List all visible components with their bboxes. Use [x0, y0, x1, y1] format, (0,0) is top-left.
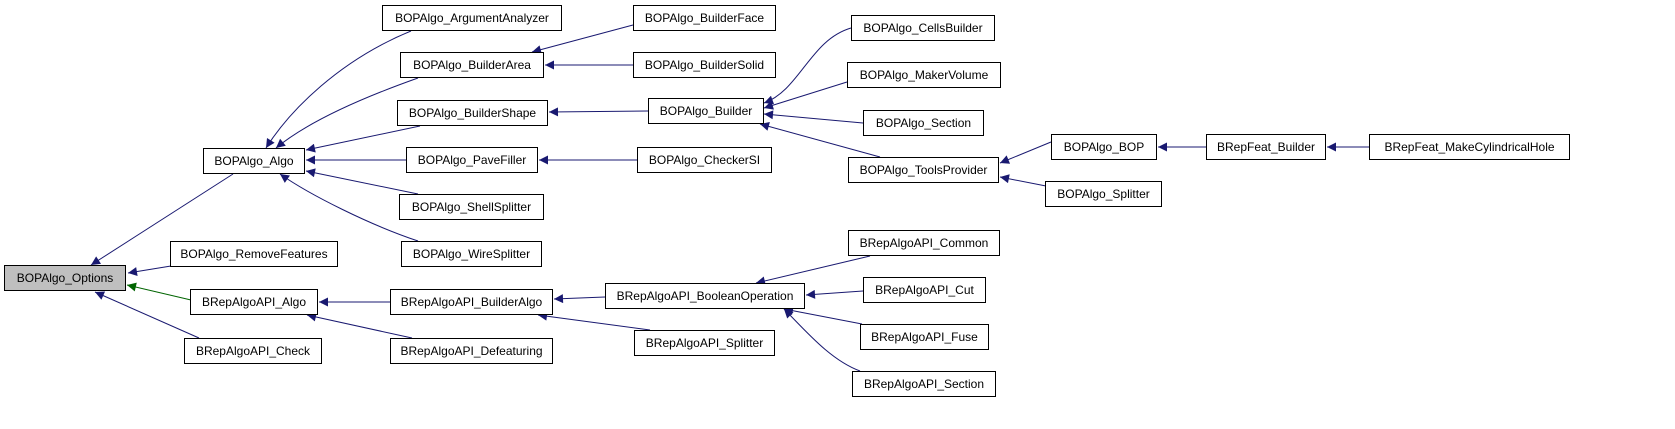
edge-bop-toolsprovider: [999, 141, 1052, 164]
edge-fuse-booleanoperation: [783, 306, 863, 325]
node-bopalgo-buildershape[interactable]: BOPAlgo_BuilderShape: [397, 100, 548, 126]
edge-brepalgoapicheck-options: [94, 291, 200, 339]
edge-booleanoperation-builderalgo: [553, 294, 606, 304]
node-bopalgo-toolsprovider[interactable]: BOPAlgo_ToolsProvider: [848, 157, 999, 183]
node-brepalgoapi-fuse[interactable]: BRepAlgoAPI_Fuse: [860, 324, 989, 350]
node-bopalgo-checkersi[interactable]: BOPAlgo_CheckerSI: [637, 147, 772, 173]
node-brepalgoapi-defeaturing[interactable]: BRepAlgoAPI_Defeaturing: [390, 338, 553, 364]
node-brepalgoapi-check[interactable]: BRepAlgoAPI_Check: [184, 338, 322, 364]
edge-brepalgoapialgo-options: [126, 282, 192, 301]
edge-shellsplitter-algo: [305, 168, 419, 195]
node-bopalgo-shellsplitter[interactable]: BOPAlgo_ShellSplitter: [399, 194, 544, 220]
edge-algo-options: [90, 173, 234, 266]
edge-makervolume-builder: [763, 81, 848, 110]
edge-wiresplitter-algo: [279, 173, 419, 242]
edge-defeaturing-brepalgoapialgo: [306, 312, 413, 339]
node-brepalgoapi-section[interactable]: BRepAlgoAPI_Section: [852, 371, 996, 397]
node-brepfeat-builder[interactable]: BRepFeat_Builder: [1206, 134, 1326, 160]
node-brepalgoapi-builderalgo[interactable]: BRepAlgoAPI_BuilderAlgo: [390, 289, 553, 315]
edge-buildershape-algo: [305, 125, 421, 153]
node-bopalgo-buildersolid[interactable]: BOPAlgo_BuilderSolid: [633, 52, 776, 78]
node-bopalgo-bop[interactable]: BOPAlgo_BOP: [1051, 134, 1157, 160]
edge-splitter-toolsprovider: [999, 174, 1047, 187]
node-bopalgo-builderface[interactable]: BOPAlgo_BuilderFace: [633, 5, 776, 31]
edge-section-builder: [763, 110, 864, 124]
edge-argumentanalyzer-algo: [265, 30, 412, 149]
node-brepalgoapi-booleanoperation[interactable]: BRepAlgoAPI_BooleanOperation: [605, 283, 805, 309]
node-bopalgo-builderarea[interactable]: BOPAlgo_BuilderArea: [400, 52, 544, 78]
edge-apisection-booleanoperation: [783, 308, 861, 372]
node-bopalgo-options: BOPAlgo_Options: [4, 265, 126, 291]
node-bopalgo-splitter[interactable]: BOPAlgo_Splitter: [1045, 181, 1162, 207]
node-bopalgo-argumentanalyzer[interactable]: BOPAlgo_ArgumentAnalyzer: [382, 5, 562, 31]
node-bopalgo-pavefiller[interactable]: BOPAlgo_PaveFiller: [406, 147, 538, 173]
node-bopalgo-builder[interactable]: BOPAlgo_Builder: [648, 98, 764, 124]
edge-builderface-builderarea: [531, 24, 634, 55]
edge-cut-booleanoperation: [805, 289, 864, 299]
edge-builder-buildershape: [548, 107, 649, 117]
node-brepalgoapi-common[interactable]: BRepAlgoAPI_Common: [848, 230, 1000, 256]
edge-cellsbuilder-builder: [763, 27, 852, 105]
node-bopalgo-wiresplitter[interactable]: BOPAlgo_WireSplitter: [401, 241, 542, 267]
node-bopalgo-algo[interactable]: BOPAlgo_Algo: [203, 148, 305, 174]
node-bopalgo-removefeatures[interactable]: BOPAlgo_RemoveFeatures: [170, 241, 338, 267]
edge-common-booleanoperation: [755, 255, 871, 286]
node-brepfeat-makecylindricalhole[interactable]: BRepFeat_MakeCylindricalHole: [1369, 134, 1570, 160]
node-bopalgo-section[interactable]: BOPAlgo_Section: [863, 110, 984, 136]
node-bopalgo-makervolume[interactable]: BOPAlgo_MakerVolume: [847, 62, 1001, 88]
edge-builderarea-algo: [275, 77, 419, 149]
node-brepalgoapi-splitter[interactable]: BRepAlgoAPI_Splitter: [634, 330, 775, 356]
edge-removefeatures-options: [127, 265, 172, 276]
edge-apisplitter-builderalgo: [537, 311, 651, 331]
node-bopalgo-cellsbuilder[interactable]: BOPAlgo_CellsBuilder: [851, 15, 995, 41]
edge-toolsprovider-builder: [759, 122, 881, 158]
node-brepalgoapi-cut[interactable]: BRepAlgoAPI_Cut: [863, 277, 986, 303]
node-brepalgoapi-algo[interactable]: BRepAlgoAPI_Algo: [190, 289, 318, 315]
